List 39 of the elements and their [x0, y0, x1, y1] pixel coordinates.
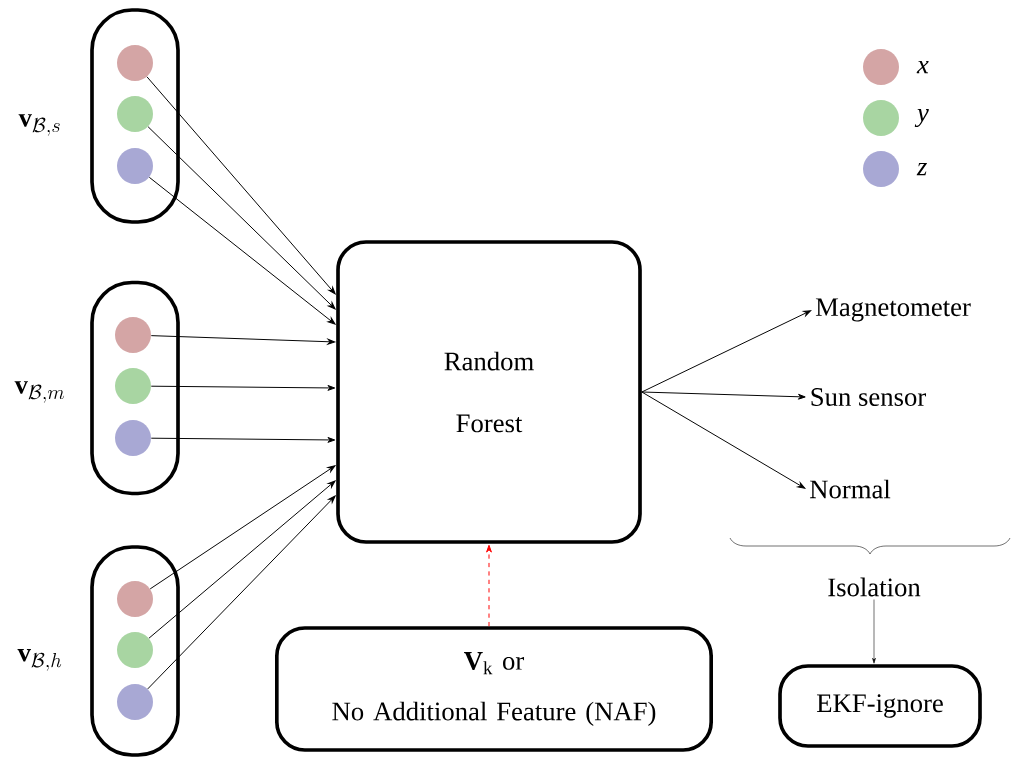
arrow — [150, 437, 336, 443]
feature-dot — [117, 684, 153, 720]
feature-dot — [115, 368, 151, 404]
legend-label: z — [916, 162, 927, 176]
feature-dot — [115, 420, 151, 456]
node-label: Normal — [810, 479, 891, 499]
arrow — [150, 385, 336, 391]
feature-dot — [117, 632, 153, 668]
arrow — [872, 599, 876, 664]
node-label: Sun sensor — [811, 388, 926, 406]
arrow — [641, 391, 806, 489]
feature-dot — [115, 317, 151, 353]
vector-label: $\mathbf{v}_{\mathcal{B},h}$ — [17, 649, 62, 671]
feature-dot — [117, 45, 153, 81]
arrow — [486, 544, 492, 627]
process-box: Random Forest — [336, 240, 642, 544]
legend-label: x — [916, 60, 929, 74]
feature-dot — [117, 96, 153, 132]
vector-label: $\mathbf{v}_{\mathcal{B},s}$ — [18, 114, 60, 136]
feature-dot — [117, 581, 153, 617]
arrow — [641, 310, 812, 393]
vector-label: $\mathbf{v}_{\mathcal{B},m}$ — [14, 381, 65, 403]
arrow — [150, 335, 336, 345]
arrow — [149, 465, 336, 590]
arrow — [641, 391, 806, 400]
arrow — [146, 76, 336, 295]
output-box: EKF-ignore — [778, 664, 982, 748]
node-label: Isolation — [828, 577, 921, 597]
feature-dot — [117, 148, 153, 184]
group-box — [90, 545, 180, 757]
arrow — [147, 126, 336, 310]
node-label: Magnetometer — [815, 298, 971, 322]
input-box: V$_{k}$ or No Additional Feature (NAF) — [275, 626, 714, 752]
arrow — [148, 480, 336, 639]
arrow — [148, 176, 336, 325]
arrow — [147, 495, 336, 690]
group-box — [90, 8, 180, 224]
group-box — [90, 280, 180, 496]
legend-label: y — [914, 109, 929, 127]
